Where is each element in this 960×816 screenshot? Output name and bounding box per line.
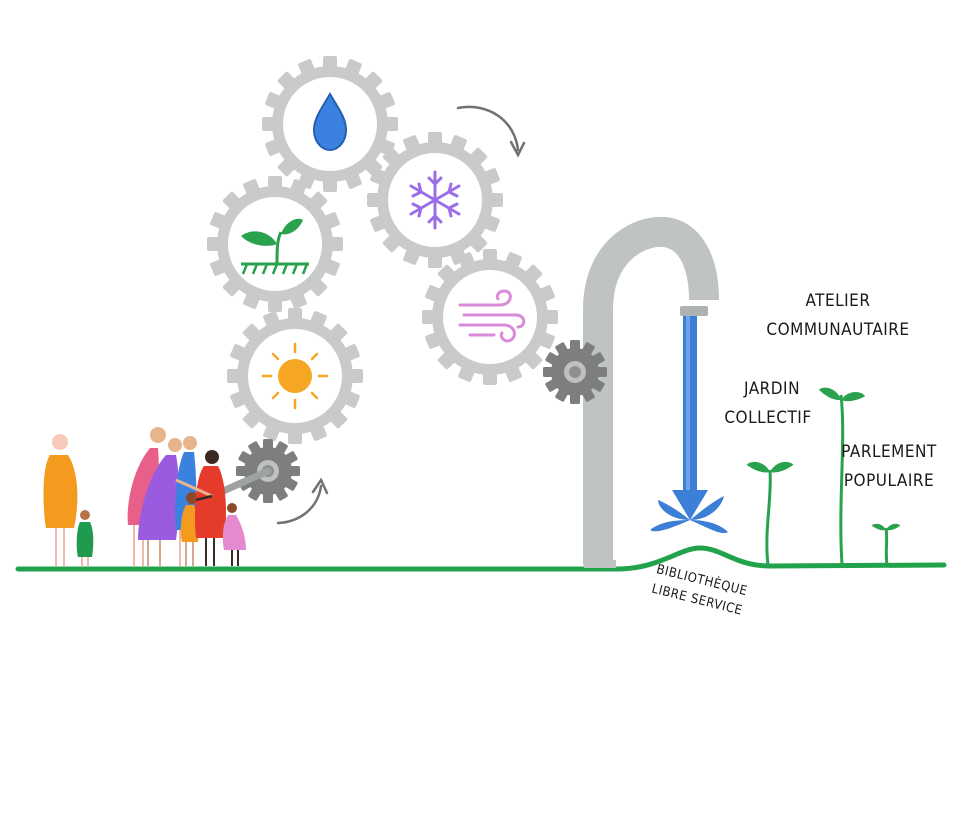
svg-text:COMMUNAUTAIRE: COMMUNAUTAIRE [766, 320, 909, 340]
svg-text:PARLEMENT: PARLEMENT [841, 442, 937, 462]
faucet [583, 216, 719, 568]
plant-parlement [871, 523, 901, 566]
water-drop-icon [312, 91, 348, 152]
sun-icon [261, 342, 329, 410]
svg-text:ATELIER: ATELIER [806, 291, 871, 311]
snowflake-icon [409, 170, 461, 230]
ground-line [15, 545, 947, 572]
wind-gear [422, 249, 558, 385]
people-group [43, 427, 246, 566]
rotation-arrow-bottom [276, 484, 323, 525]
water-stream [650, 316, 728, 534]
svg-text:COLLECTIF: COLLECTIF [724, 408, 811, 428]
label-bibliotheque-libre-service: BIBLIOTHÈQUE LIBRE SERVICE [650, 561, 749, 618]
snowflake-gear [367, 132, 503, 268]
svg-text:JARDIN: JARDIN [743, 379, 800, 399]
label-jardin-collectif: JARDIN COLLECTIF [724, 379, 811, 428]
sprout-gear [207, 176, 343, 312]
wind-icon [458, 289, 526, 343]
rotation-arrow-top [456, 105, 520, 152]
label-atelier-communautaire: ATELIER COMMUNAUTAIRE [766, 291, 909, 340]
plant-atelier [817, 386, 866, 566]
sprout-icon [241, 218, 309, 275]
label-parlement-populaire: PARLEMENT POPULAIRE [841, 442, 937, 491]
plant-jardin [746, 461, 794, 566]
water-drop-gear [262, 56, 398, 192]
sun-gear [227, 308, 363, 444]
svg-text:POPULAIRE: POPULAIRE [844, 471, 934, 491]
